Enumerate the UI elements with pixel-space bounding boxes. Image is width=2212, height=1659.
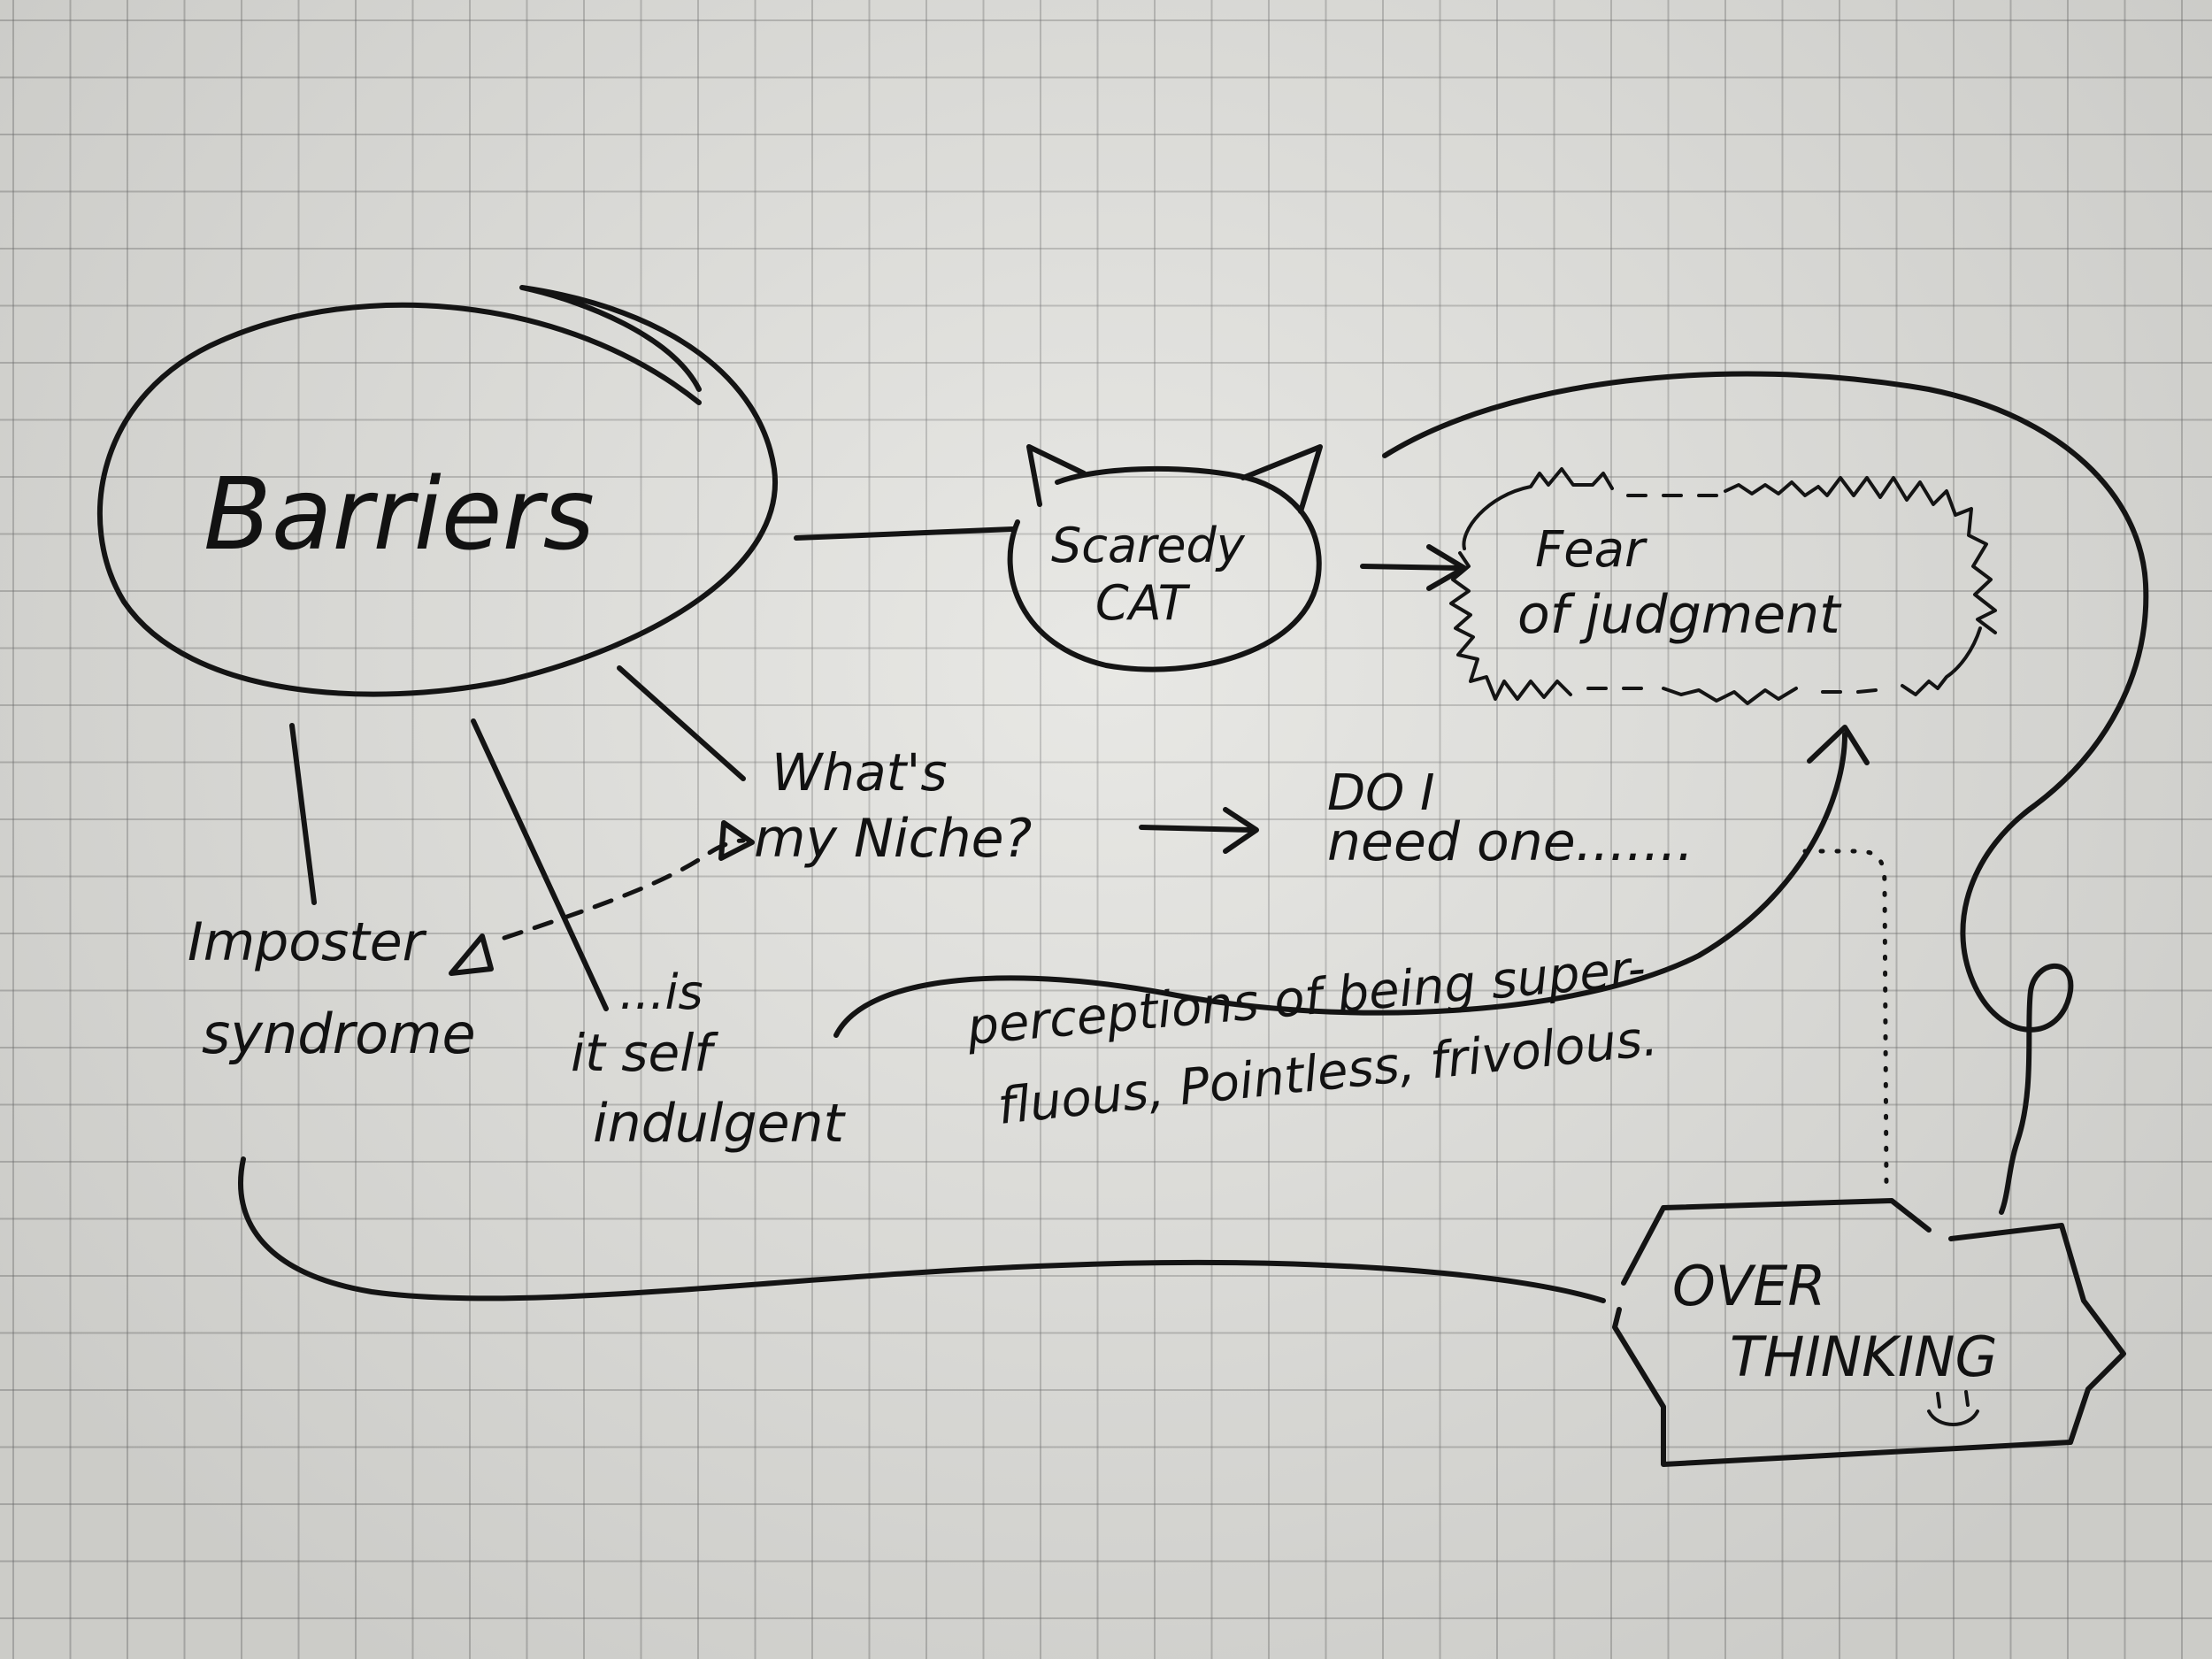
arrow-scaredy-to-fear bbox=[1360, 544, 1467, 591]
scaredy-cat-node: Scaredy CAT bbox=[1007, 444, 1323, 672]
connector-barriers-scaredy bbox=[794, 526, 1016, 541]
fear-label: Fear bbox=[1535, 521, 1647, 579]
perceptions-node: perceptions of being super- fluous, Poin… bbox=[964, 940, 1661, 1136]
connector-barriers-self-indulgent bbox=[471, 718, 609, 1011]
indulgent-label: indulgent bbox=[593, 1093, 847, 1155]
need-one-label: need one....... bbox=[1327, 811, 1694, 873]
cat-left-ear bbox=[1026, 444, 1087, 507]
connector-barriers-niche bbox=[617, 665, 746, 781]
smiley-icon bbox=[1927, 1390, 1979, 1426]
thinking-label: THINKING bbox=[1730, 1325, 1998, 1389]
perceptions-curve-arrow bbox=[833, 725, 1870, 1038]
do-i-need-one-node: DO I need one....... bbox=[1327, 764, 1694, 873]
connector-fear-overthinking-loop bbox=[1382, 371, 2149, 1215]
imposter-syndrome-node: Imposter syndrome bbox=[188, 911, 494, 1066]
whats-my-niche-node: What's my Niche? bbox=[754, 742, 1032, 870]
imposter-arrowhead bbox=[449, 933, 494, 976]
it-self-label: it self bbox=[571, 1023, 718, 1083]
my-niche-label: my Niche? bbox=[754, 808, 1032, 870]
barriers-label: Barriers bbox=[204, 457, 595, 572]
overthinking-outline bbox=[1612, 1198, 2126, 1467]
syndrome-label: syndrome bbox=[202, 1002, 476, 1066]
cat-label: CAT bbox=[1095, 575, 1191, 631]
self-indulgent-node: ...is it self indulgent bbox=[571, 964, 847, 1155]
dashed-link-imposter-to-niche bbox=[502, 820, 755, 941]
is-label: ...is bbox=[619, 964, 703, 1020]
connector-imposter-overthinking bbox=[238, 1156, 1606, 1303]
arrow-niche-to-need-one bbox=[1139, 807, 1259, 854]
barriers-oval bbox=[96, 285, 779, 697]
of-judgment-label: of judgment bbox=[1517, 584, 1842, 646]
do-i-label: DO I bbox=[1327, 764, 1435, 822]
imposter-label: Imposter bbox=[188, 911, 427, 973]
cat-right-ear bbox=[1240, 444, 1323, 514]
cat-head-outline bbox=[1007, 465, 1322, 672]
barriers-node: Barriers bbox=[96, 285, 779, 697]
overthinking-node: OVER THINKING bbox=[1612, 1198, 2126, 1467]
fear-of-judgment-node: Fear of judgment bbox=[1449, 467, 1997, 705]
dotted-link-needone-overthinking bbox=[1802, 849, 1889, 1188]
whats-label: What's bbox=[772, 742, 948, 803]
scaredy-label: Scaredy bbox=[1051, 518, 1246, 573]
connector-barriers-imposter bbox=[289, 723, 317, 905]
fear-cloud-outline bbox=[1462, 467, 1997, 634]
over-label: OVER bbox=[1672, 1254, 1825, 1318]
